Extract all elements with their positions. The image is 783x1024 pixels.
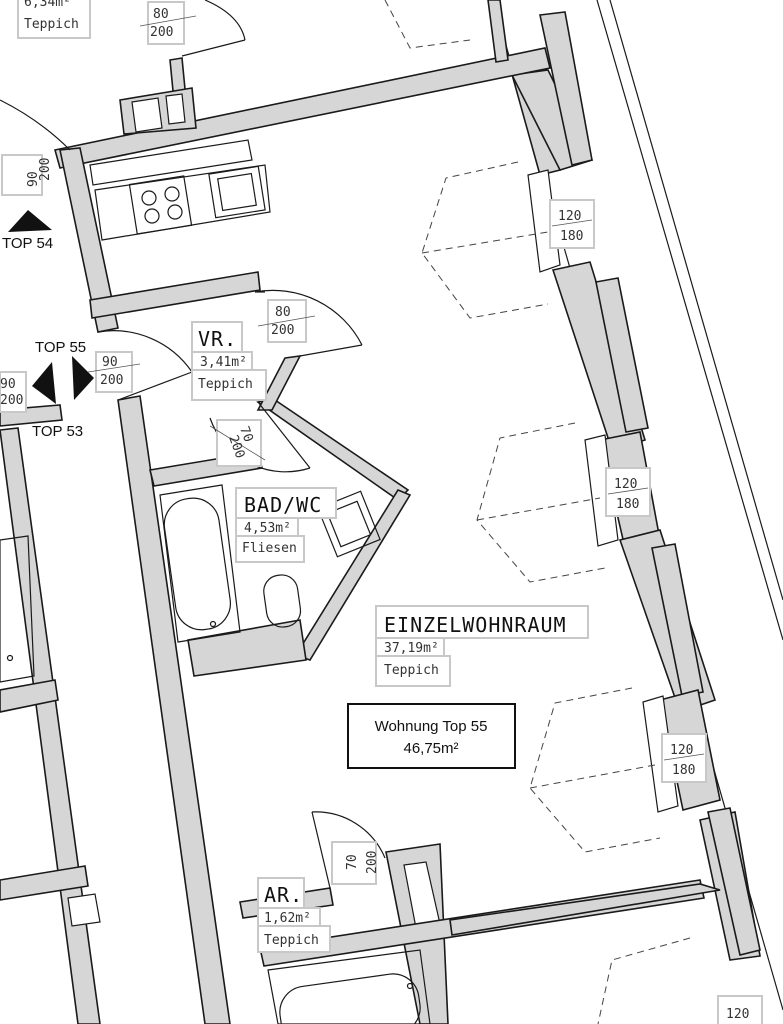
svg-text:90: 90 bbox=[26, 171, 41, 187]
room-area: 1,62m² bbox=[264, 911, 311, 926]
room-name: EINZELWOHNRAUM bbox=[384, 613, 567, 637]
svg-text:6,34m²: 6,34m² bbox=[24, 0, 71, 10]
svg-text:120: 120 bbox=[670, 743, 693, 758]
svg-text:180: 180 bbox=[560, 229, 583, 244]
svg-text:120: 120 bbox=[726, 1007, 749, 1022]
right-exterior-wall bbox=[506, 11, 761, 961]
upper-walls bbox=[0, 0, 551, 1024]
unit-name: Wohnung Top 55 bbox=[375, 718, 488, 735]
svg-text:120: 120 bbox=[614, 477, 637, 492]
svg-text:180: 180 bbox=[672, 763, 695, 778]
svg-text:120: 120 bbox=[558, 209, 581, 224]
top54-arrow-icon bbox=[8, 210, 52, 232]
door-tag: 90 200 bbox=[0, 371, 27, 413]
unit-summary-box: Wohnung Top 55 46,75m² bbox=[347, 703, 516, 769]
door-tag: 80 200 bbox=[257, 299, 316, 343]
window-tag: 120 180 bbox=[549, 199, 595, 249]
room-label-ar: AR. 1,62m² Teppich bbox=[257, 877, 331, 953]
door-tag: 80 200 bbox=[139, 1, 197, 45]
top55-label: TOP 55 bbox=[35, 339, 86, 356]
svg-text:200: 200 bbox=[365, 851, 380, 874]
bathroom-walls bbox=[149, 355, 412, 677]
window-tag: 120 180 bbox=[605, 467, 651, 517]
door-tag: 90 200 bbox=[87, 351, 141, 393]
window-tag: 120 bbox=[717, 995, 763, 1024]
kitchen-counter bbox=[89, 139, 271, 241]
door-tag: 90 200 bbox=[1, 154, 53, 196]
room-floor: Teppich bbox=[264, 933, 319, 948]
unit-area: 46,75m² bbox=[403, 740, 458, 757]
room-area: 3,41m² bbox=[200, 355, 247, 370]
room-label-einzelwohnraum: EINZELWOHNRAUM 37,19m² Teppich bbox=[375, 605, 589, 687]
svg-text:80: 80 bbox=[153, 7, 169, 22]
bathroom-fixtures bbox=[159, 484, 381, 643]
top54-label: TOP 54 bbox=[2, 235, 53, 252]
left-neighbor-walls bbox=[0, 427, 101, 1024]
door-swings bbox=[0, 0, 386, 889]
room-name: VR. bbox=[198, 327, 237, 351]
door-tag: 70 200 bbox=[331, 841, 380, 885]
window-tag: 120 180 bbox=[661, 733, 707, 783]
svg-text:70: 70 bbox=[345, 854, 360, 870]
door-tag: 70 200 bbox=[209, 419, 266, 467]
room-label-topleft: 6,34m² Teppich bbox=[17, 0, 91, 39]
room-name: BAD/WC bbox=[244, 493, 322, 517]
room-area: 37,19m² bbox=[384, 641, 439, 656]
room-floor: Fliesen bbox=[242, 541, 297, 556]
top-direction-markers: TOP 54 TOP 55 TOP 53 bbox=[2, 210, 94, 440]
top53-label: TOP 53 bbox=[32, 423, 83, 440]
svg-text:90: 90 bbox=[102, 355, 118, 370]
room-floor: Teppich bbox=[198, 377, 253, 392]
svg-text:Teppich: Teppich bbox=[24, 17, 79, 32]
top55-arrow-icon bbox=[72, 356, 94, 400]
svg-text:70: 70 bbox=[236, 424, 255, 444]
svg-text:200: 200 bbox=[0, 393, 23, 408]
svg-text:180: 180 bbox=[616, 497, 639, 512]
top53-arrow-icon bbox=[32, 362, 56, 404]
svg-text:200: 200 bbox=[38, 158, 53, 181]
room-label-bad: BAD/WC 4,53m² Fliesen bbox=[235, 487, 337, 563]
room-floor: Teppich bbox=[384, 663, 439, 678]
svg-text:80: 80 bbox=[275, 305, 291, 320]
room-name: AR. bbox=[264, 883, 303, 907]
svg-text:200: 200 bbox=[100, 373, 123, 388]
svg-text:200: 200 bbox=[150, 25, 173, 40]
room-area: 4,53m² bbox=[244, 521, 291, 536]
window-opening-marks bbox=[384, 0, 691, 1024]
svg-text:200: 200 bbox=[271, 323, 294, 338]
svg-text:90: 90 bbox=[0, 377, 16, 392]
room-label-vr: VR. 3,41m² Teppich bbox=[191, 321, 267, 401]
